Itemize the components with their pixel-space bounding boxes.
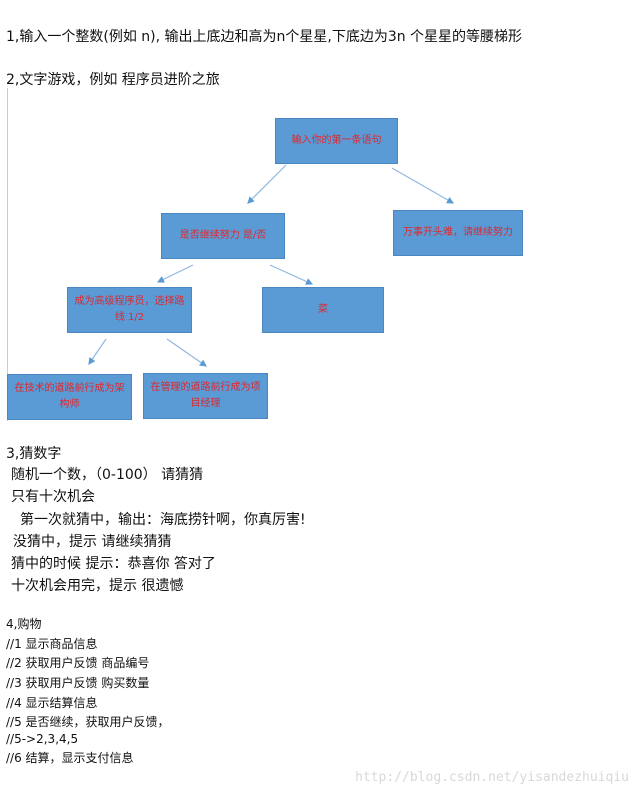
task-4-line: //3 获取用户反馈 购买数量: [6, 676, 150, 690]
task-3-line: 没猜中，提示 请继续猜猜: [13, 534, 172, 550]
task-3-line: 只有十次机会: [11, 489, 95, 505]
divider: [7, 88, 8, 421]
task-4-line: //6 结算，显示支付信息: [6, 751, 134, 765]
arrow: [247, 164, 287, 204]
arrow: [156, 264, 194, 283]
task-4-line: //5 是否继续，获取用户反馈，: [6, 715, 170, 729]
diagram-box-encourage: 万事开头难，请继续努力: [393, 210, 523, 256]
arrow: [166, 338, 207, 367]
diagram-box-start: 输入你的第一条语句: [275, 118, 398, 164]
task-4-title: 4,购物: [6, 617, 42, 631]
arrow: [88, 338, 107, 365]
diagram-box-noob: 菜: [262, 287, 384, 333]
task-4-line: //2 获取用户反馈 商品编号: [6, 656, 150, 670]
task-4-line: //1 显示商品信息: [6, 637, 98, 651]
task-3-line: 随机一个数，（0-100） 请猜猜: [11, 467, 204, 483]
diagram-box-manager: 在管理的道路前行成为项目经理: [143, 373, 268, 419]
task-3-title: 3,猜数字: [6, 446, 62, 462]
task-4-line: //4 显示结算信息: [6, 696, 98, 710]
diagram-arrows: [88, 164, 455, 367]
diagram-box-senior: 成为高级程序员，选择路线 1/2: [67, 287, 192, 333]
diagram-box-architect: 在技术的道路前行成为架构师: [7, 374, 132, 420]
task-4-line: //5->2,3,4,5: [6, 732, 79, 746]
task-1: 1,输入一个整数(例如 n), 输出上底边和高为n个星星,下底边为3n 个星星的…: [6, 29, 523, 45]
task-3-line: 第一次就猜中，输出：海底捞针啊，你真厉害!: [20, 512, 306, 528]
arrow: [391, 167, 455, 204]
diagram-box-continue: 是否继续努力 是/否: [161, 213, 285, 259]
task-3-line: 猜中的时候 提示：恭喜你 答对了: [11, 556, 216, 572]
task-2: 2,文字游戏，例如 程序员进阶之旅: [6, 72, 220, 88]
task-3-line: 十次机会用完，提示 很遗憾: [11, 578, 184, 594]
arrow: [269, 264, 314, 285]
watermark: http://blog.csdn.net/yisandezhuiqiu: [355, 770, 629, 785]
